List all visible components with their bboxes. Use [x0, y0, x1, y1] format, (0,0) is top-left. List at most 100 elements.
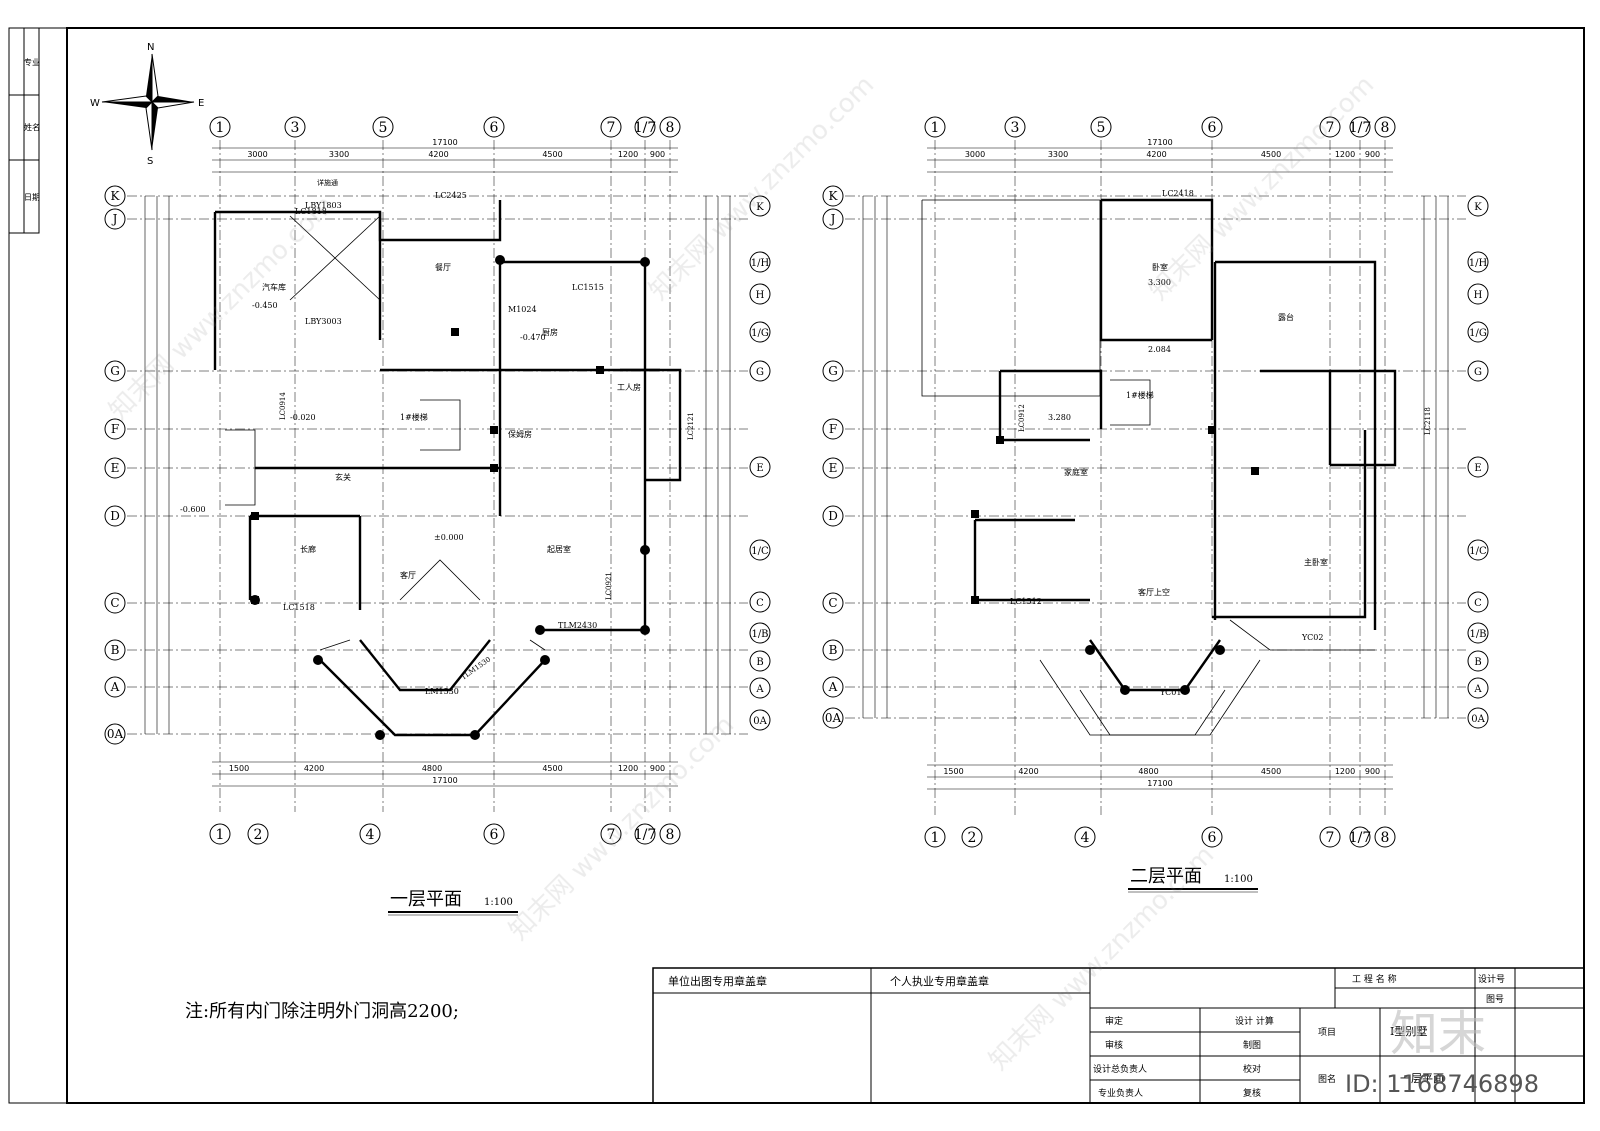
p2-dim-total-bottom: 17100: [1147, 779, 1172, 788]
p2-column: [971, 510, 979, 518]
p2-row-bubble-right: [1467, 707, 1489, 729]
p2-row-label-right: K: [1474, 202, 1482, 213]
p2-row-label-right: 1/C: [1469, 546, 1487, 557]
p1-row-label-right: 1/B: [751, 629, 768, 640]
p1-row-bubble-left: [104, 457, 126, 479]
room-garage: 汽车库: [262, 282, 286, 292]
p1-label-4: LC1518: [283, 603, 315, 612]
p1-dim-top: 3300: [329, 150, 349, 159]
p1-row-bubble-right: [749, 321, 771, 343]
design-no-label: 设计号: [1478, 973, 1505, 985]
p1-col-bubble-bottom: [600, 823, 622, 845]
compass-s: S: [147, 156, 153, 167]
p2-col-label-top: 1/7: [1349, 120, 1372, 136]
p1-row-bubble-right: [749, 283, 771, 305]
p2-row-bubble-left: [822, 457, 844, 479]
p2-room-terrace: 露台: [1278, 312, 1294, 322]
p2-row-bubble-right: [1467, 622, 1489, 644]
plan1-title-text: 一层平面: [390, 889, 462, 910]
p2-col-bubble-bottom: [1349, 826, 1371, 848]
p1-col-bubble-bottom: [359, 823, 381, 845]
p1-column: [251, 512, 259, 520]
item-value: I型别墅: [1390, 1024, 1427, 1038]
p1-wall: [319, 659, 546, 737]
p2-dim-top: 1200: [1335, 150, 1355, 159]
p1-label-12: LBY3003: [305, 317, 342, 326]
side-strip-label-0: 专业: [24, 57, 40, 67]
p1-col-label-top: 5: [379, 120, 388, 136]
room-family: 起居室: [547, 544, 571, 554]
p1-col-label-bottom: 4: [366, 827, 375, 843]
p2-row-bubble-right: [1467, 360, 1489, 382]
p2-row-bubble-right: [1467, 456, 1489, 478]
p2-row-label-right: A: [1473, 684, 1482, 695]
p2-row-bubble-left: [822, 208, 844, 230]
p2-row-label-left: D: [828, 509, 838, 523]
p1-label-17: -0.020: [290, 413, 316, 422]
p1-dim-total-top: 17100: [432, 138, 457, 147]
p2-col-bubble-top: [1374, 116, 1396, 138]
p2-dim-top: 3300: [1048, 150, 1068, 159]
p2-col-label-bottom: 1/7: [1349, 830, 1372, 846]
p2-column: [996, 436, 1004, 444]
p1-col-bubble-bottom: [634, 823, 656, 845]
p1-dim-top: 4200: [428, 150, 448, 159]
p2-room-family: 家庭室: [1064, 467, 1088, 477]
p2-label-7: 2.084: [1148, 345, 1171, 354]
p1-dim-bottom: 1500: [229, 764, 249, 773]
p2-row-bubble-right: [1467, 283, 1489, 305]
p1-col-label-bottom: 1: [216, 827, 225, 843]
p1-col-bubble-top: [483, 116, 505, 138]
p1-row-bubble-left: [104, 723, 126, 745]
p2-col-bubble-bottom: [1319, 826, 1341, 848]
p1-row-label-right: G: [756, 367, 764, 378]
p2-row-bubble-left: [822, 639, 844, 661]
p2-room-bedroom: 卧室: [1152, 262, 1168, 272]
p2-col-bubble-top: [924, 116, 946, 138]
drawing-name-value: 一层平面: [1400, 1072, 1444, 1085]
p1-col-bubble-top: [600, 116, 622, 138]
p1-col-bubble-top: [659, 116, 681, 138]
watermark-text-0: 知末网 www.znzmo.com: [104, 190, 340, 426]
side-strip: 专业 姓名 日期: [8, 27, 40, 234]
role-0: 审定: [1105, 1015, 1123, 1027]
p1-col-bubble-top: [209, 116, 231, 138]
p2-row-label-left: J: [829, 212, 836, 226]
p2-wall: [973, 520, 1090, 602]
p2-room-master: 主卧室: [1304, 557, 1328, 567]
general-note: 注:所有内门除注明外门洞高2200;: [185, 1001, 459, 1022]
p1-round-column: [640, 625, 650, 635]
p1-wall: [255, 466, 502, 516]
p1-label-8: TLM2430: [558, 621, 597, 630]
p1-row-bubble-right: [749, 622, 771, 644]
plan2-scale: 1:100: [1224, 874, 1253, 885]
p2-col-bubble-bottom: [1374, 826, 1396, 848]
p1-row-label-right: A: [755, 684, 764, 695]
p1-col-bubble-top: [284, 116, 306, 138]
p1-dim-bottom: 4800: [422, 764, 442, 773]
p1-label-3: M1024: [508, 305, 537, 314]
p2-room-stair: 1#楼梯: [1126, 390, 1154, 400]
p2-col-label-top: 6: [1208, 120, 1217, 136]
p2-column: [1208, 426, 1216, 434]
role-2: 设计总负责人: [1093, 1063, 1147, 1075]
p1-label-1: LC1818: [295, 207, 327, 216]
p1-row-label-right: E: [756, 463, 763, 474]
p2-round-column: [1215, 645, 1225, 655]
p1-col-label-bottom: 6: [490, 827, 499, 843]
p2-col-label-bottom: 2: [968, 830, 977, 846]
p1-dim-bottom: 1200: [618, 764, 638, 773]
p1-row-label-right: K: [756, 202, 764, 213]
watermark-text-4: 知末网 www.znzmo.com: [984, 840, 1220, 1076]
p2-col-label-bottom: 6: [1208, 830, 1217, 846]
p2-col-bubble-top: [1349, 116, 1371, 138]
p1-label-2: LC1515: [572, 283, 604, 292]
p1-label-7: LC0921: [605, 572, 613, 600]
p1-dim-top: 1200: [618, 150, 638, 159]
item-label: 项目: [1318, 1027, 1336, 1038]
p1-row-label-left: F: [111, 422, 119, 436]
p1-round-column: [470, 730, 480, 740]
p2-dim-bottom: 1200: [1335, 767, 1355, 776]
p1-row-label-right: 1/C: [751, 546, 769, 557]
